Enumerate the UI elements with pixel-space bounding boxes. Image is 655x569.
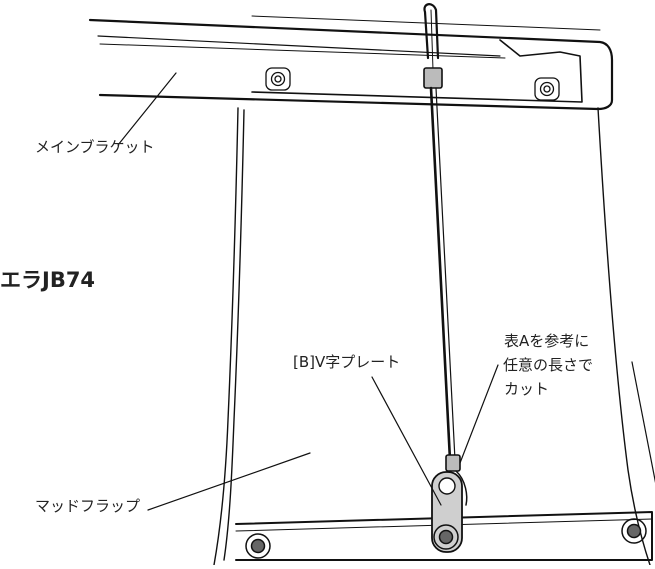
leader-lines — [117, 72, 655, 511]
model-label: エラJB74 — [0, 268, 96, 292]
cut-note-line2: 任意の長さで — [503, 356, 594, 374]
v-plate-label: [B]V字プレート — [293, 353, 401, 371]
wire-cable — [423, 3, 468, 506]
main-bracket-shape — [88, 15, 614, 111]
bolt-left — [245, 533, 271, 559]
bracket-fastener-left — [265, 67, 291, 91]
v-plate-shape — [431, 471, 463, 553]
bracket-fastener-right — [534, 77, 560, 101]
cut-note-line3: カット — [504, 380, 550, 398]
mud-flap-label: マッドフラップ — [35, 497, 141, 515]
bolt-center — [433, 524, 459, 550]
bolt-right — [621, 518, 647, 544]
main-bracket-label: メインブラケット — [35, 138, 155, 156]
mud-flap-outline — [213, 107, 651, 566]
cut-note-line1: 表Aを参考に — [504, 332, 590, 350]
